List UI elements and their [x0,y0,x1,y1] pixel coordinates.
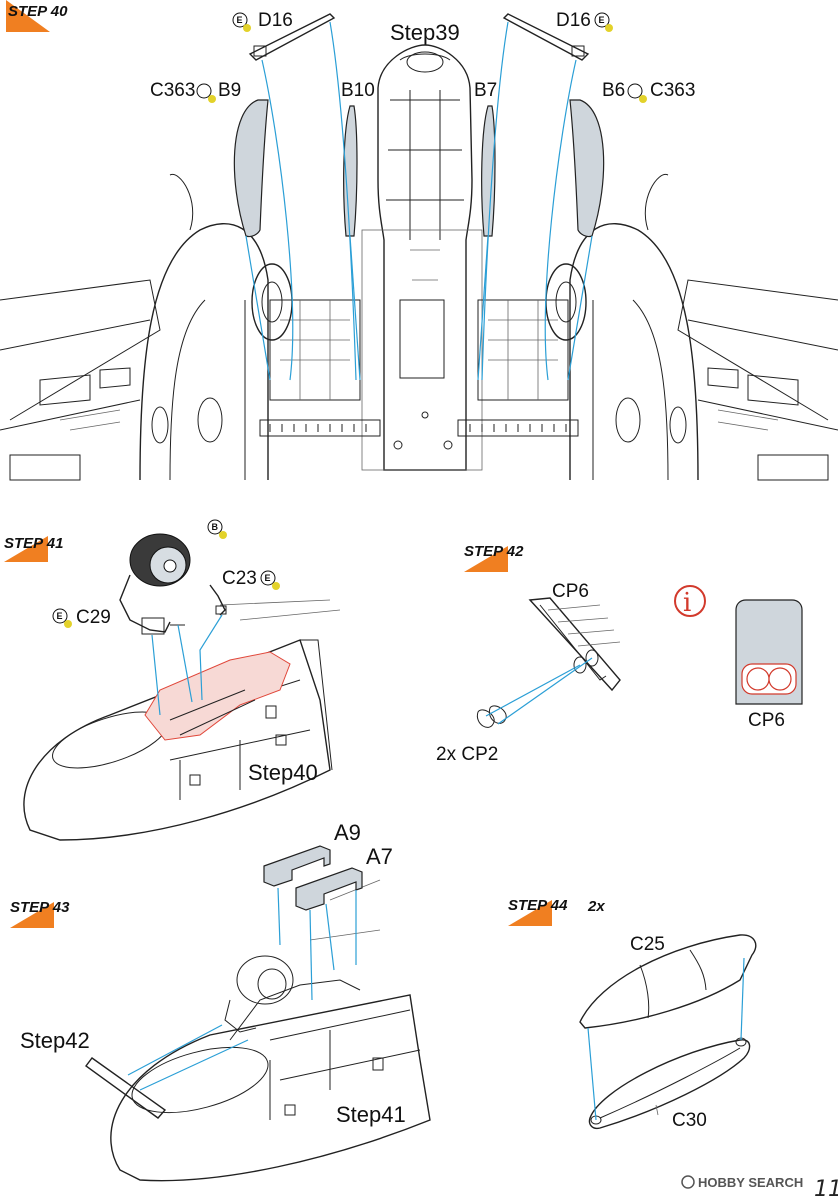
label-c363-right: C363 [650,80,695,101]
step-42-badge: STEP 42 [464,543,524,572]
step-41-label: STEP 41 [4,535,63,552]
step-41-badge: STEP 41 [4,535,63,562]
fuselage-nose-assembled [85,879,431,1182]
part-c25-canopy [579,934,757,1029]
fuselage-drawing [361,44,483,471]
label-a7: A7 [366,844,393,869]
info-icon: i [674,585,706,618]
part-b7-door [481,105,496,237]
part-cp6-detail-view [735,599,803,705]
svg-text:B: B [212,522,219,532]
glue-icon-c363-left [196,83,216,103]
wing-right [677,279,838,481]
label-b6: B6 [602,80,625,101]
svg-text:E: E [599,15,605,25]
step-44-quantity: 2x [587,898,605,915]
hobby-search-watermark: HOBBY SEARCH [681,1175,803,1190]
step-43-label: STEP 43 [10,899,70,916]
step-42-section: STEP 42 CP6 2x CP2 i CP6 [436,543,803,765]
step-41-guide-arrows [151,614,223,716]
label-b9: B9 [218,80,241,101]
step-40-label: STEP 40 [8,3,68,20]
label-c23: C23 [222,568,257,589]
glue-icon-e-c23: E [260,570,280,590]
label-d16-left: D16 [258,10,293,31]
step-40-badge: STEP 40 [6,0,68,32]
svg-text:E: E [237,15,243,25]
step-42-label: STEP 42 [464,543,524,560]
step-44-guide-arrows [587,957,745,1121]
glue-icon-e-c29: E [52,608,72,628]
part-d16-right [502,13,590,61]
part-cp6-angled [528,597,621,692]
part-a9-cover [263,845,331,887]
label-b10: B10 [341,80,375,101]
wheel-well-left [251,263,381,437]
label-c30: C30 [672,1110,707,1131]
step-40-guide-arrows [245,21,593,381]
label-d16-right: D16 [556,10,591,31]
label-step42: Step42 [20,1028,90,1053]
part-b6-door [569,99,605,238]
part-main-wheel-strut [119,533,191,635]
part-c23-link [209,584,227,616]
step-42-guide-arrows [485,657,593,725]
svg-text:i: i [683,588,691,618]
label-cp2: 2x CP2 [436,744,498,765]
glue-icon-e-d16-right: E [594,12,613,32]
step-41-section: STEP 41 [4,519,341,841]
label-c25: C25 [630,934,665,955]
label-c29: C29 [76,607,111,628]
step-44-section: STEP 44 2x C25 C30 [508,897,757,1131]
step-44-badge: STEP 44 2x [508,897,605,926]
label-step41: Step41 [336,1102,406,1127]
watermark-text: HOBBY SEARCH [698,1175,803,1190]
part-cp2-pair [476,705,507,728]
label-step39: Step39 [390,20,460,45]
glue-icon-b: B [207,519,227,539]
glue-icon-c363-right [627,83,647,103]
page-number: 11 [814,1177,838,1200]
part-b9-door [233,99,269,238]
step-43-section: STEP 43 [10,820,431,1182]
step-40-section: STEP 40 [0,0,838,481]
svg-text:E: E [57,611,63,621]
label-cp6-detail: CP6 [748,710,785,731]
glue-icon-e-d16-left: E [232,12,251,32]
step-44-label: STEP 44 [508,897,568,914]
svg-text:E: E [265,573,271,583]
wheel-well-right [457,263,587,437]
part-b10-door [343,105,358,237]
label-a9: A9 [334,820,361,845]
label-b7: B7 [474,80,497,101]
nacelle-right [569,174,699,481]
label-step40: Step40 [248,760,318,785]
label-cp6: CP6 [552,581,589,602]
step-43-badge: STEP 43 [10,899,70,928]
nacelle-left [139,174,269,481]
label-c363-left: C363 [150,80,195,101]
part-a7-cover [295,867,363,911]
step-43-guide-arrows [127,887,357,1091]
part-c30-frame [588,1037,751,1130]
part-d16-left [248,13,336,61]
highlight-gear-well [144,651,291,741]
wing-left [0,279,161,481]
